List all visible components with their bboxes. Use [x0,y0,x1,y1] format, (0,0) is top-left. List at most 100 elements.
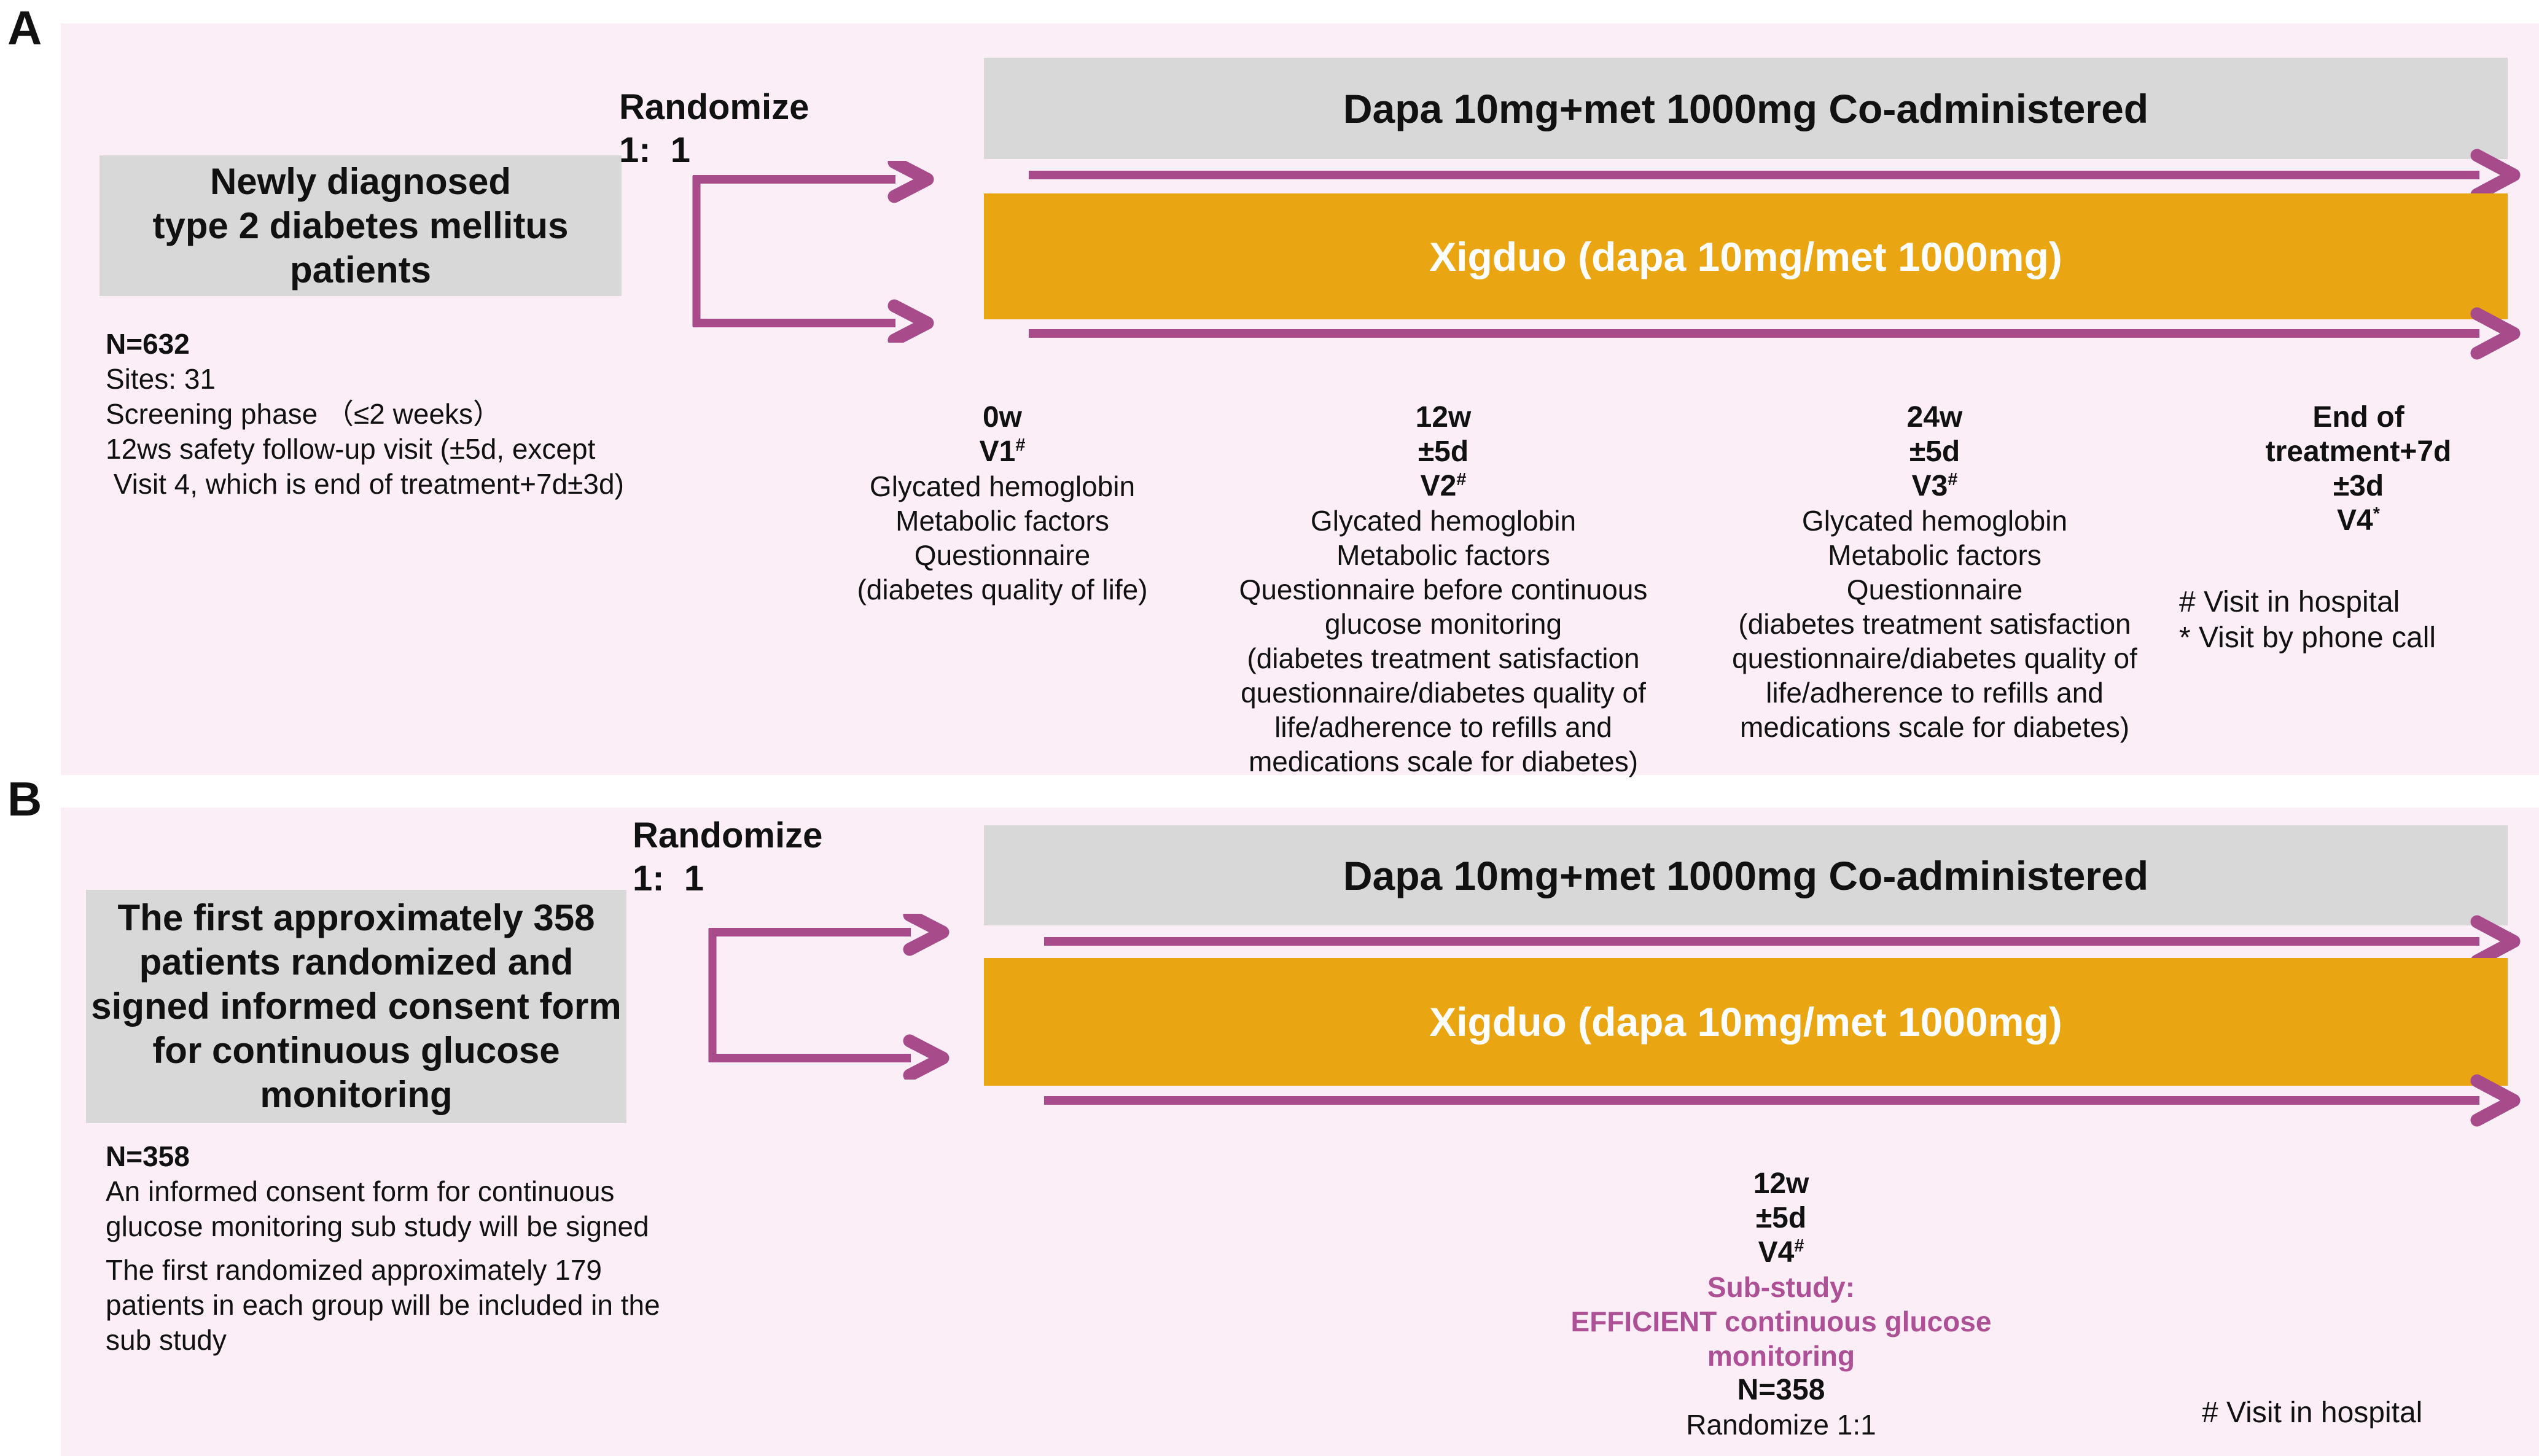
population-box-line: for continuous glucose [152,1030,560,1071]
population-box-line: patients randomized and [139,941,574,983]
assessment-item: (diabetes quality of life) [857,574,1148,605]
timepoint-12w: 12w ±5d V2# Glycated hemoglobin Metaboli… [1216,400,1671,779]
coadministered-arm-bar: Dapa 10mg+met 1000mg Co-administered [984,825,2508,925]
panel-a-footnotes: # Visit in hospital * Visit by phone cal… [2179,585,2436,656]
population-box-line: Newly diagnosed [209,160,512,202]
assessment-item: medications scale for diabetes) [1739,711,2130,743]
assessment-item: Glycated hemoglobin [1801,505,2068,537]
panel-b-footnotes: # Visit in hospital [2202,1395,2422,1431]
xigduo-arm-label: Xigduo (dapa 10mg/met 1000mg) [1429,999,2062,1045]
panel-a-randomize-label: Randomize 1: 1 [619,86,809,172]
substudy-title: EFFICIENT continuous glucose [1570,1306,1992,1337]
assessment-item: Metabolic factors [1828,539,2042,571]
xigduo-timeline-arrow [1044,1074,2521,1127]
substudy-note-text: The first randomized approximately 179 [106,1254,602,1286]
panel-a-study-notes: N=632 Sites: 31 Screening phase （≤2 week… [106,327,624,502]
screening-phase-text: Screening phase （≤2 weeks） [106,398,502,430]
timepoint-window: ±5d [1418,435,1469,468]
assessment-item: Metabolic factors [895,505,1109,537]
visit-label: V1# [979,435,1026,468]
coadministered-timeline-arrow [1044,915,2521,968]
timepoint-week: 24w [1906,401,1963,434]
consent-note-text: An informed consent form for continuous [106,1175,615,1207]
xigduo-arm-label: Xigduo (dapa 10mg/met 1000mg) [1429,233,2062,279]
visit-footnote-mark: # [1948,470,1958,489]
visit-label: V3# [1911,470,1958,502]
assessment-item: Questionnaire before continuous [1239,574,1648,605]
safety-followup-text: Visit 4, which is end of treatment+7d±3d… [106,468,624,500]
coadministered-timeline-arrow [1029,149,2521,201]
population-box-line: type 2 diabetes mellitus [152,204,569,246]
footnote-visit-in-hospital: # Visit in hospital [2179,586,2400,618]
population-box-line: The first approximately 358 [117,897,595,938]
visit-label: V2# [1420,470,1467,502]
assessment-item: questionnaire/diabetes quality of [1732,642,2137,674]
panel-a-population-box: Newly diagnosed type 2 diabetes mellitus… [99,155,622,296]
sample-size-text: N=632 [106,328,190,360]
substudy-title: Sub-study: [1707,1271,1855,1303]
timepoint-12w-substudy: 12w ±5d V4# Sub-study: EFFICIENT continu… [1492,1167,2070,1442]
randomize-word: Randomize [619,87,809,127]
randomization-bracket-arrows [692,161,934,343]
xigduo-arm-bar: Xigduo (dapa 10mg/met 1000mg) [984,958,2508,1086]
safety-followup-text: 12ws safety follow-up visit (±5d, except [106,433,596,465]
substudy-title: monitoring [1707,1340,1855,1372]
panel-b-label: B [7,772,42,826]
visit-footnote-mark: # [1015,435,1026,455]
substudy-note-text: patients in each group will be included … [106,1289,660,1321]
timepoint-window: ±5d [1755,1202,1807,1234]
panel-a-label: A [7,1,42,55]
timepoint-end-of-treatment: End of treatment+7d ±3d V4* [2217,400,2500,538]
timepoint-week: treatment+7d [2265,435,2452,468]
visit-footnote-mark: # [1456,470,1467,489]
coadministered-arm-bar: Dapa 10mg+met 1000mg Co-administered [984,58,2508,159]
timepoint-window: ±3d [2333,470,2384,502]
sample-size-text: N=358 [106,1140,190,1172]
coadministered-arm-label: Dapa 10mg+met 1000mg Co-administered [1343,852,2149,898]
timepoint-week: End of [2312,401,2404,434]
assessment-item: (diabetes treatment satisfaction [1247,642,1640,674]
population-box-line: monitoring [260,1074,453,1115]
assessment-item: Glycated hemoglobin [1310,505,1577,537]
assessment-item: Questionnaire [1846,574,2023,605]
timepoint-week: 12w [1415,401,1472,434]
panel-b-study-notes: N=358 An informed consent form for conti… [106,1139,660,1358]
substudy-sample-size: N=358 [1737,1374,1825,1406]
xigduo-arm-bar: Xigduo (dapa 10mg/met 1000mg) [984,193,2508,319]
randomize-ratio: 1: 1 [633,858,704,898]
footnote-visit-by-phone: * Visit by phone call [2179,621,2436,654]
population-box-line: signed informed consent form [91,986,622,1027]
timepoint-window: ±5d [1909,435,1960,468]
randomize-word: Randomize [633,816,823,855]
visit-footnote-mark: * [2373,504,2380,524]
footnote-visit-in-hospital: # Visit in hospital [2202,1396,2423,1429]
visit-footnote-mark: # [1794,1236,1804,1256]
assessment-item: glucose monitoring [1324,608,1562,640]
randomization-bracket-arrows [708,914,950,1080]
sites-text: Sites: 31 [106,363,216,395]
timepoint-week: 12w [1753,1167,1809,1200]
substudy-note-text: sub study [106,1324,227,1356]
randomize-ratio: 1: 1 [619,130,691,170]
panel-b-population-box: The first approximately 358 patients ran… [86,890,626,1123]
coadministered-arm-label: Dapa 10mg+met 1000mg Co-administered [1343,85,2149,131]
assessment-item: life/adherence to refills and [1274,711,1612,743]
timepoint-0w: 0w V1# Glycated hemoglobin Metabolic fac… [800,400,1205,607]
assessment-item: medications scale for diabetes) [1248,746,1639,777]
assessment-item: Metabolic factors [1336,539,1550,571]
assessment-item: life/adherence to refills and [1766,677,2104,709]
substudy-randomize: Randomize 1:1 [1686,1409,1876,1441]
xigduo-timeline-arrow [1029,307,2521,360]
timepoint-24w: 24w ±5d V3# Glycated hemoglobin Metaboli… [1707,400,2162,744]
timepoint-week: 0w [982,401,1023,434]
population-box-line: patients [289,249,432,290]
assessment-item: Questionnaire [914,539,1091,571]
visit-label: V4# [1758,1236,1804,1269]
visit-label: V4* [2337,504,2380,537]
assessment-item: Glycated hemoglobin [869,470,1136,502]
assessment-item: questionnaire/diabetes quality of [1241,677,1646,709]
panel-b-randomize-label: Randomize 1: 1 [633,814,822,900]
assessment-item: (diabetes treatment satisfaction [1738,608,2131,640]
